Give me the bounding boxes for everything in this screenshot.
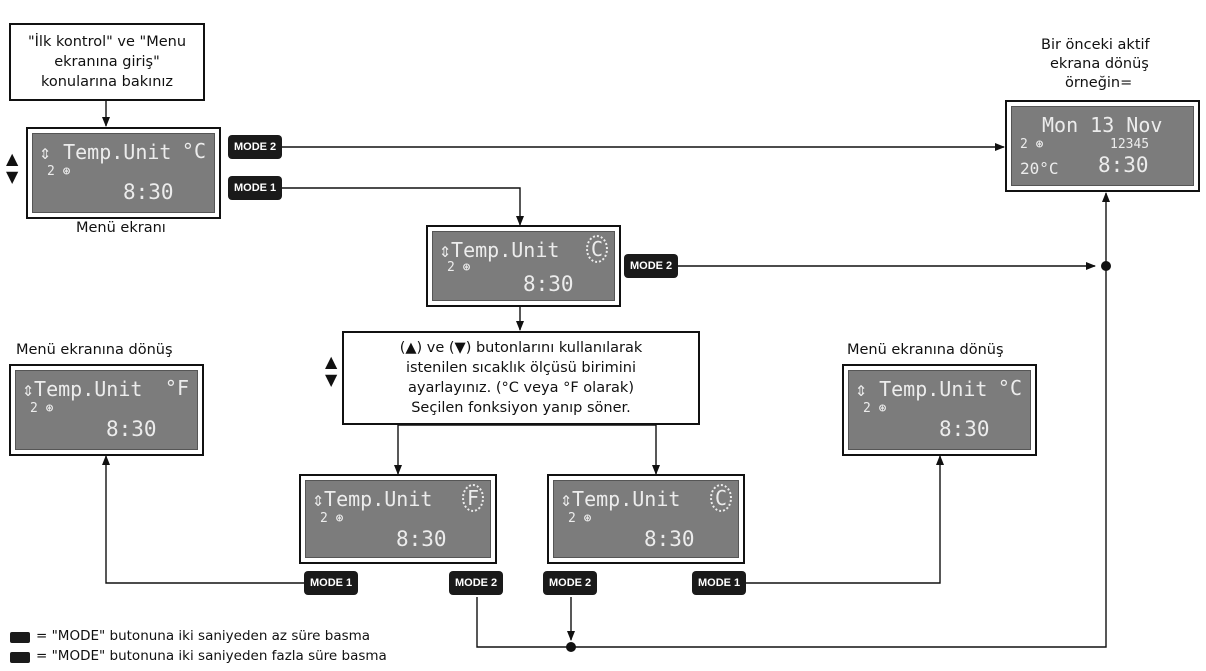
reference-note-line-1: "İlk kontrol" ve "Menu bbox=[27, 34, 187, 50]
reference-note-line-2: ekranına giriş" bbox=[54, 54, 160, 70]
instruction-line-2: istenilen sıcaklık ölçüsü birimini bbox=[405, 360, 637, 376]
menu-caption: Menü ekranı bbox=[76, 220, 166, 236]
celsius-screen-sub: 2 ⊛ bbox=[568, 511, 592, 526]
celsius-screen-time: 8:30 bbox=[644, 527, 695, 551]
menu-screen: ⇕ Temp.Unit °C 2 ⊛ 8:30 bbox=[26, 127, 221, 219]
mode1-button-bottom-right[interactable]: MODE 1 bbox=[692, 571, 747, 595]
legend-mode2-text: = "MODE" butonuna iki saniyeden fazla sü… bbox=[36, 648, 387, 664]
mode1-button-top[interactable]: MODE 1 bbox=[228, 176, 283, 200]
right-return-screen-sub: 2 ⊛ bbox=[863, 401, 887, 416]
instruction-line-3: ayarlayınız. (°C veya °F olarak) bbox=[408, 380, 634, 396]
instruction-line-4: Seçilen fonksiyon yanıp söner. bbox=[411, 400, 631, 416]
right-return-screen-unit: °C bbox=[997, 376, 1022, 400]
celsius-screen-unit: C bbox=[709, 484, 732, 512]
up-down-arrows-icon-2: ▲▼ bbox=[325, 352, 338, 389]
instruction-line-1: (▲) ve (▼) butonlarını kullanılarak bbox=[399, 340, 643, 356]
instruction-box: (▲) ve (▼) butonlarını kullanılarak iste… bbox=[342, 331, 700, 425]
right-return-screen-time: 8:30 bbox=[939, 417, 990, 441]
left-return-screen-time: 8:30 bbox=[106, 417, 157, 441]
left-return-screen: ⇕Temp.Unit °F 2 ⊛ 8:30 bbox=[9, 364, 204, 456]
right-return-screen: ⇕ Temp.Unit °C 2 ⊛ 8:30 bbox=[842, 364, 1037, 456]
legend-mode2-icon bbox=[10, 652, 30, 663]
fahrenheit-screen-time: 8:30 bbox=[396, 527, 447, 551]
previous-screen-sub: 2 ⊛ bbox=[1020, 137, 1044, 152]
right-return-screen-title: ⇕ Temp.Unit bbox=[855, 377, 988, 401]
mode2-button-bottom-right[interactable]: MODE 2 bbox=[543, 571, 598, 595]
reference-note: "İlk kontrol" ve "Menu ekranına giriş" k… bbox=[9, 23, 205, 101]
fahrenheit-screen-unit: F bbox=[461, 484, 484, 512]
previous-screen-temp: 20°C bbox=[1020, 159, 1059, 178]
previous-screen-note-line-3: örneğin= bbox=[1065, 75, 1133, 91]
reference-note-line-3: konularına bakınız bbox=[40, 74, 174, 90]
previous-screen: Mon 13 Nov 2 ⊛ 12345 20°C 8:30 bbox=[1005, 100, 1200, 192]
left-return-screen-sub: 2 ⊛ bbox=[30, 401, 54, 416]
fahrenheit-screen: ⇕Temp.Unit F 2 ⊛ 8:30 bbox=[299, 474, 497, 564]
mode2-button-center[interactable]: MODE 2 bbox=[624, 254, 679, 278]
left-return-screen-title: ⇕Temp.Unit bbox=[22, 377, 143, 401]
left-return-screen-display: ⇕Temp.Unit °F 2 ⊛ 8:30 bbox=[15, 370, 198, 450]
celsius-screen-title: ⇕Temp.Unit bbox=[560, 487, 681, 511]
previous-screen-time: 8:30 bbox=[1098, 153, 1149, 177]
menu-screen-title: ⇕ Temp.Unit bbox=[39, 140, 172, 164]
fahrenheit-screen-title: ⇕Temp.Unit bbox=[312, 487, 433, 511]
mode2-button-top[interactable]: MODE 2 bbox=[228, 135, 283, 159]
previous-screen-counter: 12345 bbox=[1110, 137, 1150, 152]
mode1-button-bottom-left[interactable]: MODE 1 bbox=[304, 571, 359, 595]
right-return-screen-display: ⇕ Temp.Unit °C 2 ⊛ 8:30 bbox=[848, 370, 1031, 450]
mode2-button-bottom-left[interactable]: MODE 2 bbox=[449, 571, 504, 595]
center-screen: ⇕Temp.Unit C 2 ⊛ 8:30 bbox=[426, 225, 621, 307]
fahrenheit-screen-sub: 2 ⊛ bbox=[320, 511, 344, 526]
return-caption-left: Menü ekranına dönüş bbox=[16, 342, 173, 358]
fahrenheit-screen-display: ⇕Temp.Unit F 2 ⊛ 8:30 bbox=[305, 480, 491, 558]
previous-screen-date: Mon 13 Nov bbox=[1042, 113, 1163, 137]
center-screen-time: 8:30 bbox=[523, 272, 574, 296]
center-screen-unit: C bbox=[585, 235, 608, 263]
center-screen-sub: 2 ⊛ bbox=[447, 260, 471, 275]
center-screen-title: ⇕Temp.Unit bbox=[439, 238, 560, 262]
return-caption-right: Menü ekranına dönüş bbox=[847, 342, 1004, 358]
menu-screen-unit: °C bbox=[181, 139, 206, 163]
previous-screen-note-line-1: Bir önceki aktif bbox=[1041, 37, 1150, 53]
previous-screen-display: Mon 13 Nov 2 ⊛ 12345 20°C 8:30 bbox=[1011, 106, 1194, 186]
celsius-screen: ⇕Temp.Unit C 2 ⊛ 8:30 bbox=[547, 474, 745, 564]
menu-screen-display: ⇕ Temp.Unit °C 2 ⊛ 8:30 bbox=[32, 133, 215, 213]
center-screen-display: ⇕Temp.Unit C 2 ⊛ 8:30 bbox=[432, 231, 615, 301]
menu-screen-time: 8:30 bbox=[123, 180, 174, 204]
up-down-arrows-icon: ▲▼ bbox=[6, 149, 19, 186]
left-return-screen-unit: °F bbox=[164, 376, 189, 400]
celsius-screen-display: ⇕Temp.Unit C 2 ⊛ 8:30 bbox=[553, 480, 739, 558]
menu-screen-sub: 2 ⊛ bbox=[47, 164, 71, 179]
previous-screen-note-line-2: ekrana dönüş bbox=[1050, 56, 1149, 72]
legend-mode1-text: = "MODE" butonuna iki saniyeden az süre … bbox=[36, 628, 371, 644]
legend-mode1-icon bbox=[10, 632, 30, 643]
